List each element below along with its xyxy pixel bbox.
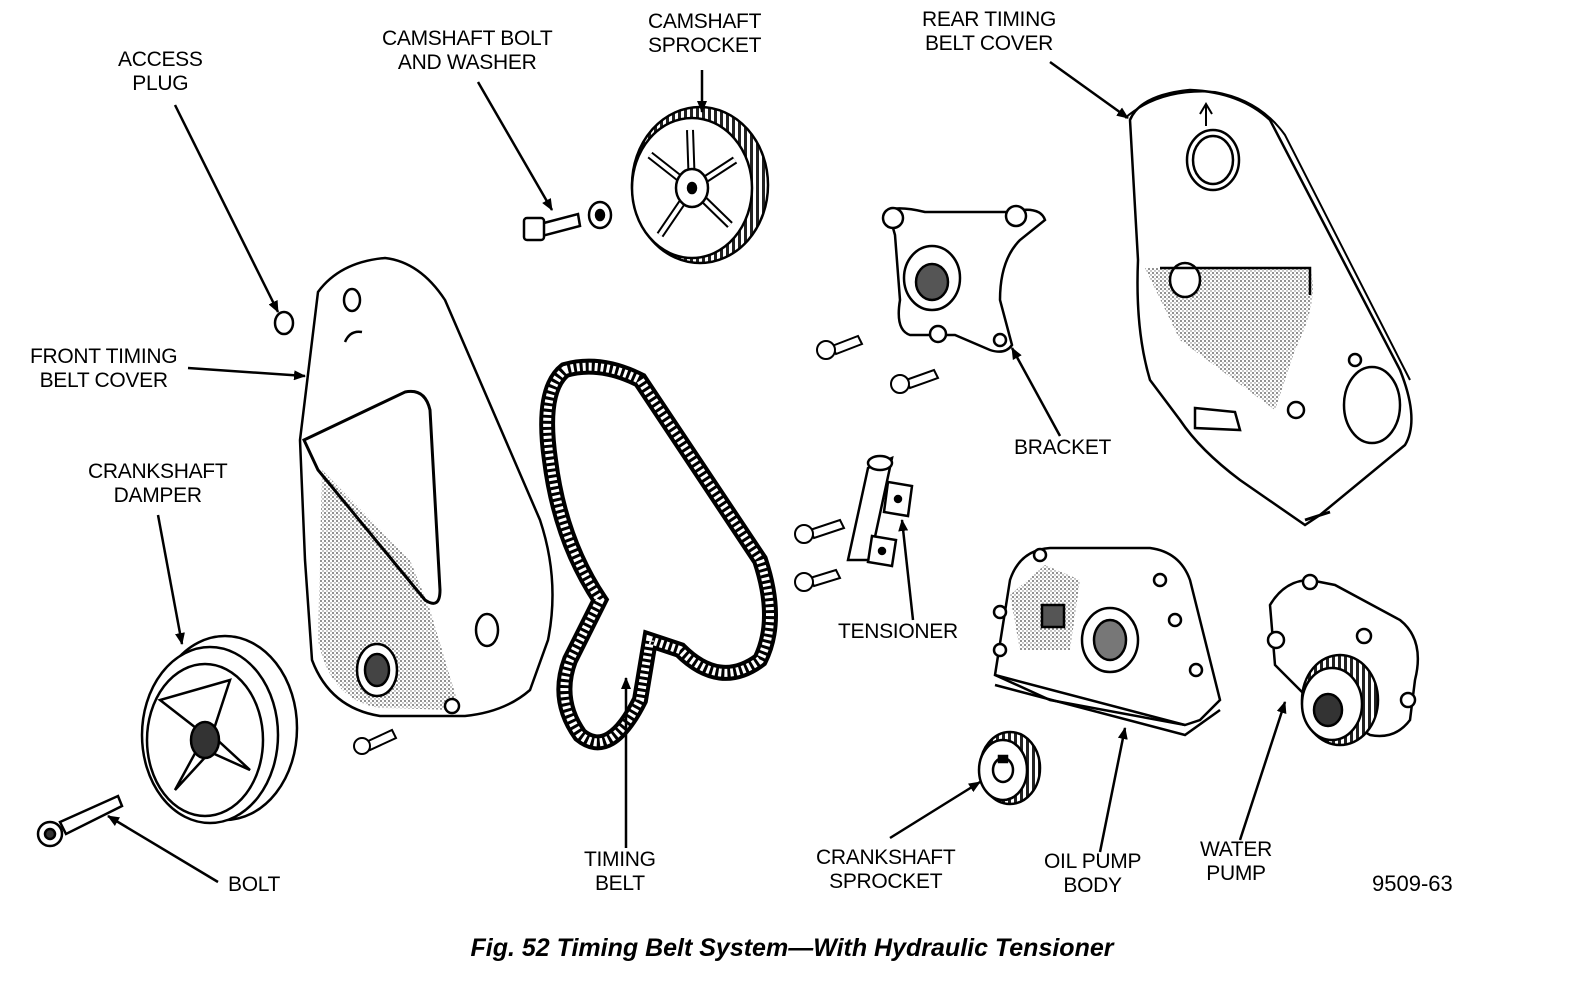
figure-caption: Fig. 52 Timing Belt System—With Hydrauli… bbox=[470, 934, 1114, 962]
label-bolt: BOLT bbox=[228, 873, 281, 896]
access-plug-part bbox=[273, 310, 295, 336]
label-tensioner: TENSIONER bbox=[838, 620, 958, 643]
camshaft-bolt-washer bbox=[522, 200, 613, 242]
front-timing-belt-cover bbox=[298, 256, 554, 718]
leader-arrows bbox=[107, 60, 1287, 884]
camshaft-sprocket bbox=[630, 105, 770, 265]
damper-bolt bbox=[36, 794, 124, 848]
label-bracket: BRACKET bbox=[1014, 436, 1112, 459]
oil-pump-body-part bbox=[992, 546, 1222, 737]
water-pump-part bbox=[1266, 573, 1420, 747]
crankshaft-sprocket-part bbox=[977, 730, 1042, 806]
tensioner-bolts bbox=[794, 518, 846, 592]
figure-number: 9509-63 bbox=[1372, 871, 1453, 896]
tensioner-part bbox=[846, 454, 914, 568]
crankshaft-damper bbox=[140, 634, 299, 825]
cover-bolt bbox=[353, 728, 398, 755]
bracket-bolts bbox=[816, 334, 940, 394]
bracket-part bbox=[881, 204, 1047, 353]
timing-belt-part bbox=[539, 358, 778, 751]
rear-timing-belt-cover bbox=[1124, 88, 1413, 527]
